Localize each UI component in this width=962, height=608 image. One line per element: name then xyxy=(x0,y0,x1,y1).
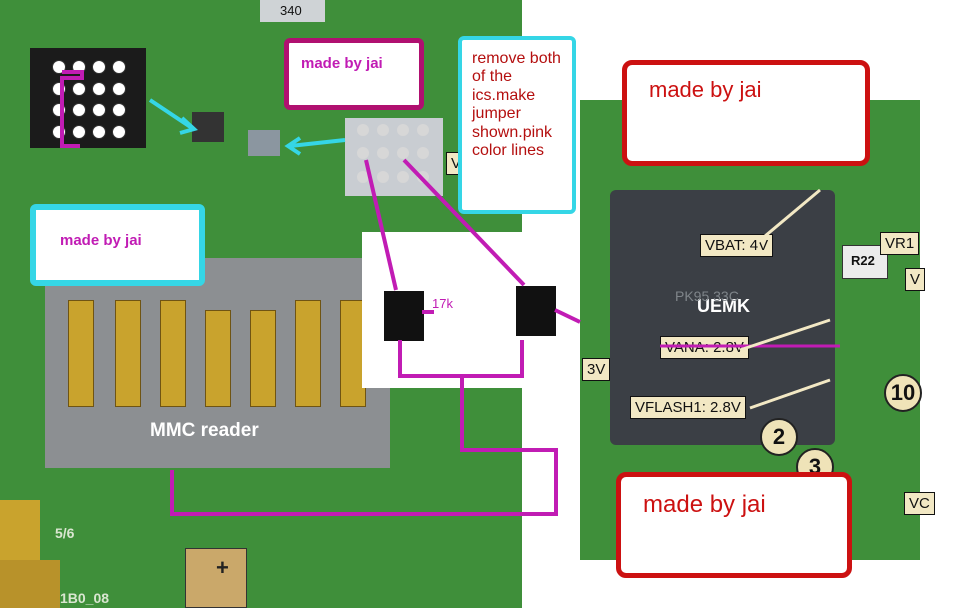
3v-edge-tag: 3V xyxy=(582,358,611,381)
ball xyxy=(377,170,389,183)
note-text-topright: made by jai xyxy=(649,77,762,102)
ball xyxy=(377,147,389,160)
small-ic-board-1 xyxy=(192,112,224,142)
uemk-code: PK95 33C xyxy=(675,288,739,304)
instruction-text: remove both of the ics.make jumper shown… xyxy=(472,50,561,159)
left-ic-zoom xyxy=(30,48,146,148)
ball xyxy=(112,81,126,96)
note-box-left: made by jai xyxy=(30,204,205,286)
ball xyxy=(72,81,86,96)
note-box-instruction: remove both of the ics.make jumper shown… xyxy=(458,36,576,214)
left-ic-outline xyxy=(60,70,84,148)
ball xyxy=(92,103,106,117)
callout-1 xyxy=(757,188,821,244)
ball xyxy=(112,103,126,117)
mmc-pin-5 xyxy=(250,310,276,407)
ball xyxy=(72,103,86,117)
chip-top-code: 340 xyxy=(280,3,302,18)
resistor-value-label: 17k xyxy=(432,296,453,311)
vflash-tag: VFLASH1: 2.8V xyxy=(630,396,746,419)
vc-tag: VC xyxy=(904,492,935,515)
note-text-left: made by jai xyxy=(60,232,142,249)
ball xyxy=(397,147,409,160)
ball xyxy=(92,60,106,74)
left-ic-dots xyxy=(52,60,132,140)
callout-2 xyxy=(739,318,831,352)
mmc-pin-1 xyxy=(68,300,94,407)
jumper-2 xyxy=(402,158,526,287)
ball xyxy=(417,170,429,183)
vr-tag: VR1 xyxy=(880,232,920,255)
ball xyxy=(357,147,369,160)
num-circle-2: 2 xyxy=(760,418,798,456)
ball xyxy=(397,124,409,136)
plus-label: + xyxy=(216,555,229,580)
ball xyxy=(417,124,429,136)
small-ic-board-2 xyxy=(248,130,280,156)
note-box-topcenter: made by jai xyxy=(284,38,424,110)
chip-top: 340 xyxy=(260,0,325,22)
ball xyxy=(357,124,369,136)
note-box-topright: made by jai xyxy=(622,60,870,166)
callout-3 xyxy=(749,378,831,410)
ball xyxy=(357,170,369,183)
r22-label: R22 xyxy=(851,253,875,268)
jumper-4 xyxy=(170,376,558,516)
ball xyxy=(112,60,126,74)
mmc-pin-6 xyxy=(295,300,321,407)
note-box-bottomright: made by jai xyxy=(616,472,852,578)
note-text-topcenter: made by jai xyxy=(301,55,383,72)
vbat-tag: VBAT: 4V xyxy=(700,234,774,257)
mmc-pin-2 xyxy=(115,300,141,407)
ball xyxy=(92,81,106,96)
ball xyxy=(377,124,389,136)
ball xyxy=(397,170,409,183)
jumper-5 xyxy=(554,308,581,324)
mmc-pin-3 xyxy=(160,300,186,407)
num-circle-10: 10 xyxy=(884,374,922,412)
mmc-pin-4 xyxy=(205,310,231,407)
resistor-left xyxy=(383,290,425,342)
ball xyxy=(417,147,429,160)
board-code: 1B0_08 xyxy=(60,590,110,606)
bottom-left-code: 5/6 xyxy=(55,525,75,541)
gold-strip-bottom xyxy=(0,560,60,608)
jumper-3 xyxy=(398,340,524,378)
uemk-label: UEMK xyxy=(697,296,750,316)
center-ic-dots xyxy=(357,124,437,190)
v-edge-tag: V xyxy=(905,268,926,291)
mmc-reader-label: MMC reader xyxy=(150,420,259,441)
note-text-bottomright: made by jai xyxy=(643,491,766,518)
ball xyxy=(92,124,106,139)
cyan-arrow-2-head xyxy=(284,136,302,156)
jumper-1 xyxy=(364,159,398,291)
cyan-arrow-2 xyxy=(289,138,346,148)
ball xyxy=(112,124,126,139)
ball xyxy=(72,124,86,139)
cyan-arrow-1-head xyxy=(179,116,198,135)
